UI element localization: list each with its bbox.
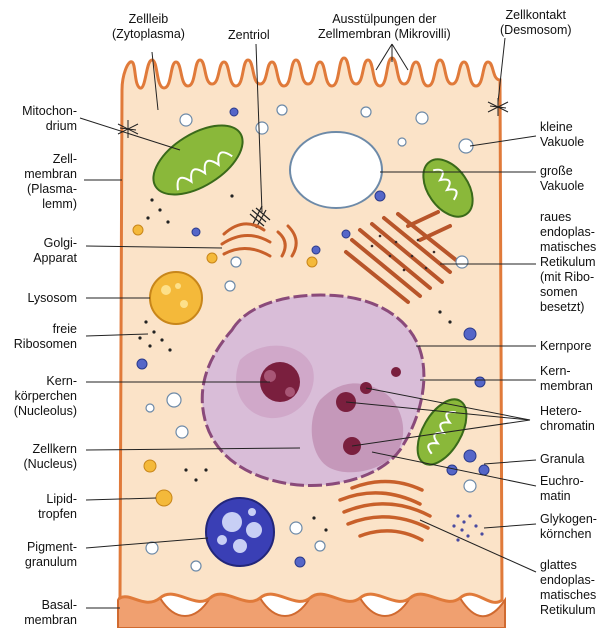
- label-nucleolus: Kern- körperchen (Nucleolus): [14, 374, 77, 419]
- label-desmosom: Zellkontakt (Desmosom): [500, 8, 572, 38]
- pigment-granule: [206, 498, 274, 566]
- label-lipid: Lipid- tropfen: [38, 492, 77, 522]
- label-mitochondrium: Mitochon- drium: [22, 104, 77, 134]
- label-zellkern: Zellkern (Nucleus): [24, 442, 78, 472]
- label-glattes-er: glattes endoplas- matisches Retikulum: [540, 558, 596, 618]
- label-kernpore: Kernpore: [540, 339, 591, 354]
- lysosome: [150, 272, 202, 324]
- label-zentriol: Zentriol: [228, 28, 270, 43]
- label-heterochromatin: Hetero- chromatin: [540, 404, 595, 434]
- label-lysosom: Lysosom: [27, 291, 77, 306]
- nucleus: [202, 295, 424, 485]
- label-euchromatin: Euchro- matin: [540, 474, 584, 504]
- label-mikrovilli: Ausstülpungen der Zellmembran (Mikrovill…: [318, 12, 451, 42]
- label-raues-er: raues endoplas- matisches Retikulum (mit…: [540, 210, 596, 315]
- label-ribosomen: freie Ribosomen: [14, 322, 77, 352]
- label-pigment: Pigment- granulum: [25, 540, 77, 570]
- label-kernmembran: Kern- membran: [540, 364, 593, 394]
- label-granula: Granula: [540, 452, 584, 467]
- large-vacuole: [290, 132, 382, 208]
- label-grosse-vakuole: große Vakuole: [540, 164, 584, 194]
- label-golgi: Golgi- Apparat: [33, 236, 77, 266]
- label-basal: Basal- membran: [24, 598, 77, 628]
- label-glykogen: Glykogen- körnchen: [540, 512, 597, 542]
- label-zellleib: Zellleib (Zytoplasma): [112, 12, 185, 42]
- label-kleine-vakuole: kleine Vakuole: [540, 120, 584, 150]
- label-zellmembran: Zell- membran (Plasma- lemm): [24, 152, 77, 212]
